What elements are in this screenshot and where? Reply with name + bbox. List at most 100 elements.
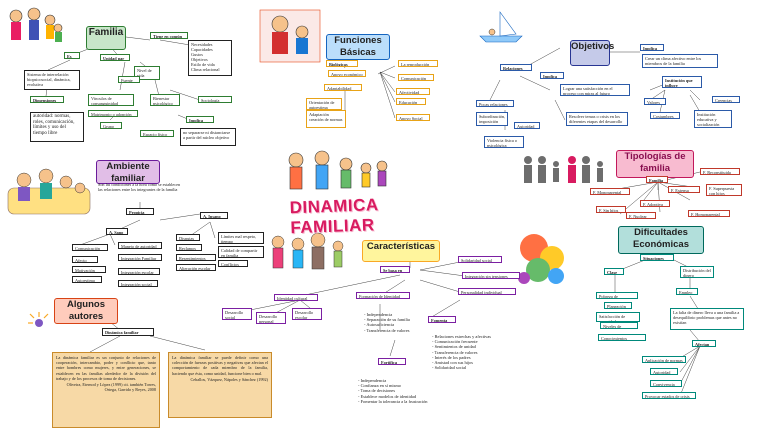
familia-tiene: Tiene en común — [150, 32, 188, 39]
car-personalidad: Personalidad individual — [458, 288, 516, 295]
people-silhouettes-icon — [520, 152, 610, 186]
dif-convivencia: Convivencia — [650, 380, 682, 387]
ambiente-far-1: Calidad de compartir en familia — [218, 246, 264, 258]
need-3: Objetivos — [191, 57, 208, 62]
objetivos-implica: Implica — [640, 44, 664, 51]
funciones-orientacion: Orientación de autoestima — [306, 98, 342, 110]
car-b3-4: Fomentar la tolerancia a la frustración — [358, 399, 430, 404]
dif-afectan: Afectan — [692, 340, 716, 347]
caracteristicas-title: Características — [362, 240, 440, 262]
objetivos-autoridad: Autoridad — [514, 122, 540, 129]
light-rays-icon — [28, 312, 50, 334]
dif-distribucion: Distribución del dinero — [680, 266, 714, 278]
ambiente-propicia: Propicia — [126, 208, 154, 215]
car-fortifica: Fortifica — [378, 358, 406, 365]
ambiente-far-0: Límites mal respeto, tiempo — [218, 232, 264, 244]
car-b1-0: Independencia — [364, 312, 424, 317]
tipo-1: F. Monoparental — [590, 188, 630, 195]
dif-item-1: Planeación — [604, 302, 632, 309]
car-integracion: Integración sin tensiones — [462, 272, 520, 279]
autores-dinamica: Dinámica familiar — [102, 328, 154, 336]
tipo-2: F. Nuclear — [626, 212, 656, 219]
family-illustration — [6, 6, 64, 50]
ambiente-far-2: Conflictos — [218, 260, 248, 267]
car-b1-3: Transferencia de valores — [364, 328, 424, 333]
funciones-apoyo-social: Apoyo Social — [396, 114, 430, 121]
funciones-educacion: Educación — [396, 98, 426, 105]
ambiente-left-2: Motivación — [72, 266, 106, 273]
funciones-adaptabilidad: Adaptabilidad — [324, 84, 362, 91]
tipo-0: F. Reconstituida — [700, 168, 740, 175]
familia-nivel: Nivel de vida — [134, 66, 160, 80]
familia-title: Familia — [86, 26, 126, 50]
car-fomenta: Fomenta — [428, 316, 456, 323]
dif-falta: La falta de dinero lleva a una familia a… — [670, 308, 744, 330]
familia-separarse: no separarse ni distanciarse a partir de… — [180, 128, 236, 146]
car-b2-3: Transferencia de valores — [432, 350, 504, 355]
ambiente-title: Ambiente familiar — [96, 160, 160, 184]
dif-autoridad: Autoridad — [650, 368, 678, 375]
car-b3-3: Establece modelos de identidad — [358, 394, 430, 399]
dificultades-title: Dificultades Económicas — [618, 226, 704, 254]
quote1-cite: Oliveira, Eternod y López (1999) cit. ta… — [66, 382, 156, 393]
funciones-apoyo: Apoyo económico — [328, 70, 366, 77]
dif-empleo: Empleo — [676, 288, 698, 295]
familia-necesidades-list: Necesidades Capacidades Gustos Objetivos… — [188, 40, 232, 76]
car-b2-4: Interés de los padres — [432, 355, 504, 360]
familia-espacio: Espacio físico — [140, 130, 174, 137]
car-b2-5: Amistad con sus hijos — [432, 360, 504, 365]
ambiente-mid-0: Manejo de autoridad — [118, 242, 162, 249]
car-desarrollo-e: Desarrollo escolar — [292, 308, 322, 320]
ambiente-right-0: Disputas — [176, 234, 200, 241]
familia-grupo: Grupo — [100, 122, 122, 129]
familia-sistema: Sistema de interrelación biopsicosocial,… — [24, 70, 80, 90]
colorful-shapes-illustration — [514, 228, 572, 288]
car-solidaridad: Solidaridad social — [458, 256, 502, 263]
familia-es: Es — [64, 52, 80, 59]
objetivos-resolver: Resolver temas o crisis en los diferente… — [566, 112, 628, 126]
teacher-illustration — [258, 6, 322, 64]
need-0: Necesidades — [191, 42, 213, 47]
objetivos-valores: Valores — [644, 98, 666, 105]
dif-item-4: Conocimientos financieros — [598, 334, 646, 341]
objetivos-subordinacion: Subordinación, imposición — [476, 112, 508, 126]
ambiente-left-3: Autoestima — [72, 276, 102, 283]
car-b2-1: Comunicación frecuente — [432, 339, 504, 344]
funciones-reproduccion: La reproducción — [398, 60, 438, 67]
quote2-cite: Ceballos, Vázquez, Nápoles y Sánchez (19… — [190, 376, 268, 382]
tipo-6: F. Homoparental — [688, 210, 730, 217]
car-subtitle: Se basa en — [380, 266, 410, 273]
central-title: DINAMICA FAMILIAR — [289, 195, 379, 238]
need-5: Clima relacional — [191, 67, 220, 72]
center-family-illustration — [282, 150, 394, 196]
car-formacion: Formación de Identidad — [356, 292, 410, 299]
tipologias-familia: Familia — [646, 176, 668, 183]
objetivos-lograr: Lograr una satisfacción en el proceso co… — [560, 84, 630, 96]
quote2-text: La dinámica familiar se puede definir co… — [172, 355, 268, 376]
objetivos-pocas: Pocas relaciones — [476, 100, 514, 107]
objetivos-texto1: Crear un clima afectivo entre los miembr… — [642, 54, 718, 68]
tipologias-title: Tipologías de familia — [616, 150, 694, 178]
objetivos-violencia: Violencia física o psicológica — [484, 136, 524, 148]
objetivos-implica2: Implica — [540, 72, 564, 79]
dif-item-2: Satisfacción de necesidades — [596, 312, 640, 322]
tipo-4: F. Adoptiva — [640, 200, 670, 207]
car-bullets3: Independencia Confianza en sí mismo Toma… — [358, 378, 430, 404]
dif-item-3: Niveles de demanda — [600, 322, 638, 329]
car-b3-2: Toma de decisiones — [358, 388, 430, 393]
objetivos-creencias: Creencias — [712, 96, 740, 103]
ambiente-left-1: Afecto — [72, 256, 98, 263]
car-b3-1: Confianza en sí mismo — [358, 383, 430, 388]
familia-vinculos: Vínculos de consanguinidad — [88, 94, 134, 106]
dif-situaciones: Situaciones — [640, 254, 674, 261]
kids-illustration — [268, 232, 350, 278]
autores-title: Algunos autores — [54, 298, 118, 324]
objetivos-educativas: Institución educativa y socialización — [694, 110, 732, 128]
ambiente-right-1: Reclamos — [176, 244, 202, 251]
funciones-comunicacion: Comunicación — [398, 74, 434, 81]
car-b2-0: Relaciones estrechas y afectivas — [432, 334, 504, 339]
sofa-family-illustration — [4, 158, 94, 220]
tipo-7: F. Superpuesta con hijos — [706, 184, 742, 196]
car-desarrollo-p: Desarrollo personal — [256, 312, 286, 324]
funciones-biologicas: Biológicas — [326, 60, 358, 67]
